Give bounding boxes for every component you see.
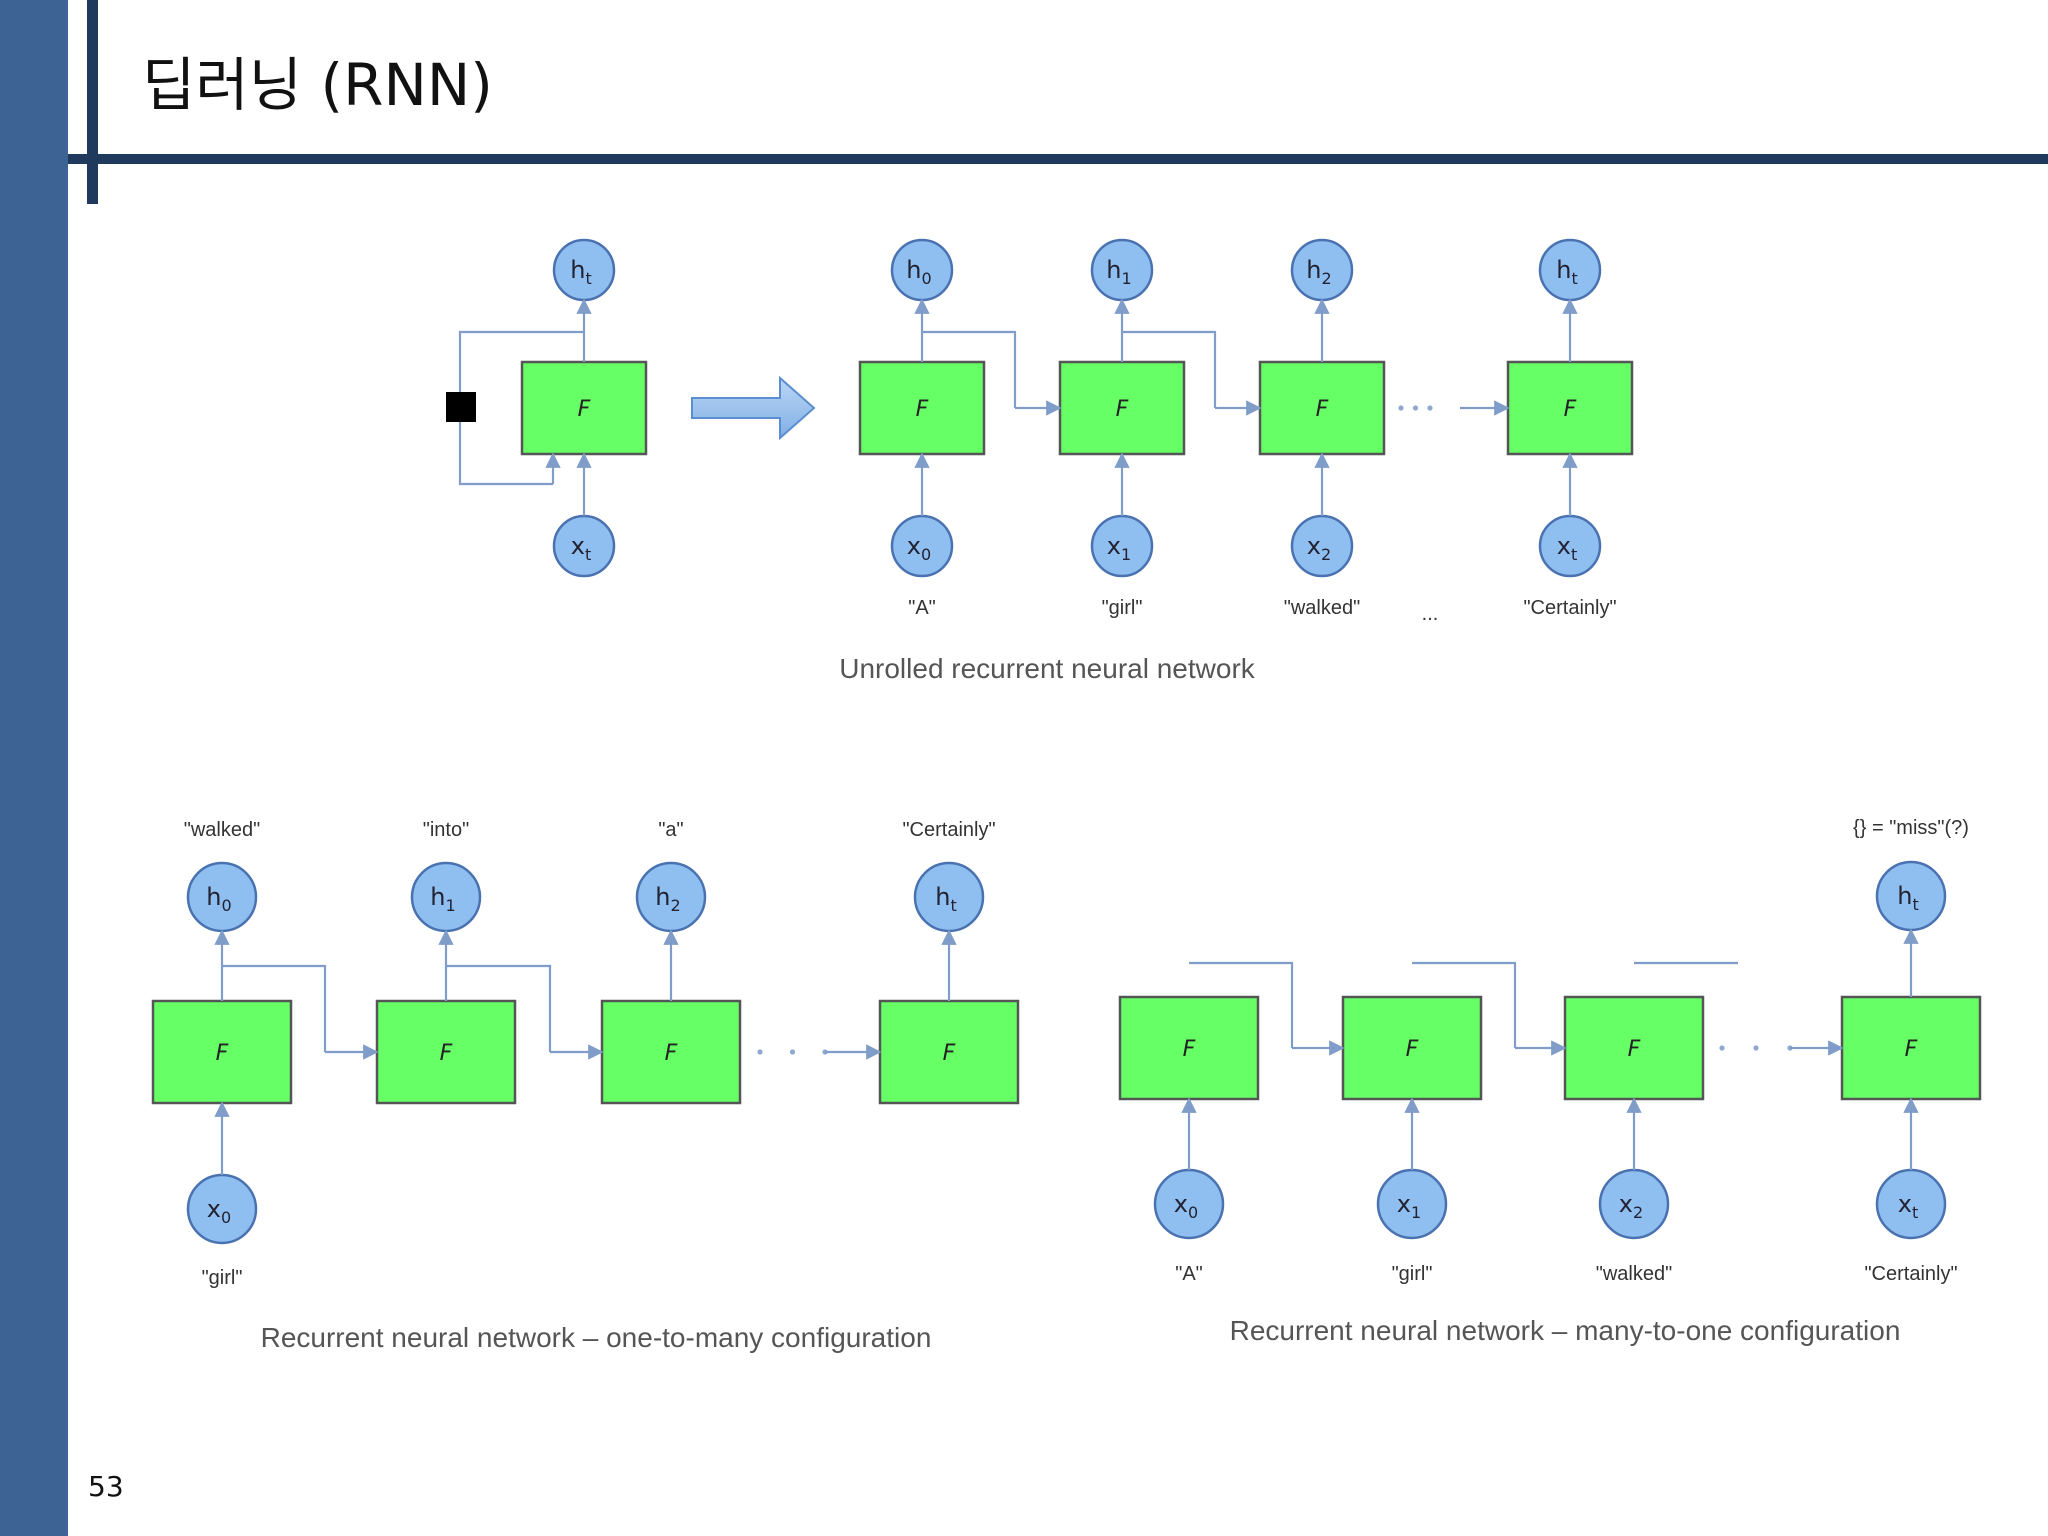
page-title: 딥러닝 (RNN) — [142, 51, 493, 119]
otm-caption: Recurrent neural network – one-to-many c… — [261, 1322, 932, 1353]
unrolled-cell-1 — [1058, 360, 1186, 456]
otm-word-0: "walked" — [184, 819, 260, 841]
mto-cell-3-label: F — [1905, 1037, 1918, 1062]
mto-cell-0-label: F — [1183, 1037, 1196, 1062]
mto-link-0 — [1189, 961, 1294, 1048]
mto-cell-0 — [1118, 995, 1260, 1101]
otm-input-word: "girl" — [202, 1267, 243, 1289]
otm-word-2: "a" — [658, 819, 683, 841]
unrolled-word-2: "walked" — [1284, 597, 1360, 619]
otm-dots — [757, 1049, 828, 1055]
otm-cell-3-label: F — [943, 1041, 956, 1066]
unrolled-dots — [1398, 405, 1433, 411]
delay-square — [446, 392, 476, 422]
otm-link-1 — [446, 964, 552, 1052]
folded-cell-label: F — [578, 397, 591, 422]
mto-word-1: "girl" — [1392, 1263, 1433, 1285]
otm-cell-0 — [151, 999, 293, 1105]
unrolled-word-3: "Certainly" — [1523, 597, 1616, 619]
page-number: 53 — [88, 1470, 124, 1503]
unrolled-cell-0 — [858, 360, 986, 456]
otm-link-0 — [222, 964, 327, 1052]
mto-output-word: {} = "miss"(?) — [1853, 817, 1969, 839]
unrolled-link-1 — [1122, 330, 1217, 408]
title-underline — [68, 154, 2048, 164]
unrolled-cell-2-label: F — [1316, 397, 1329, 422]
mto-cell-2-label: F — [1628, 1037, 1641, 1062]
unrolled-cell-3-label: F — [1564, 397, 1577, 422]
unrolled-word-1: "girl" — [1102, 597, 1143, 619]
mto-cell-2 — [1563, 995, 1705, 1101]
sidebar-band — [0, 0, 68, 1536]
unrolled-cell-1-label: F — [1116, 397, 1129, 422]
mto-caption: Recurrent neural network – many-to-one c… — [1230, 1315, 1901, 1346]
title-accent-line — [87, 0, 98, 204]
unrolled-cell-0-label: F — [916, 397, 929, 422]
unrolled-ellipsis: ... — [1422, 603, 1439, 625]
otm-cell-2-label: F — [665, 1041, 678, 1066]
otm-cell-0-label: F — [216, 1041, 229, 1066]
mto-word-2: "walked" — [1596, 1263, 1672, 1285]
otm-word-1: "into" — [423, 819, 469, 841]
otm-word-3: "Certainly" — [902, 819, 995, 841]
otm-cell-1-label: F — [440, 1041, 453, 1066]
otm-cell-1 — [375, 999, 517, 1105]
mto-link-1 — [1412, 961, 1517, 1048]
mto-word-0: "A" — [1175, 1263, 1203, 1285]
mto-dots — [1719, 1045, 1793, 1051]
unrolled-word-0: "A" — [908, 597, 936, 619]
unroll-arrow-icon — [691, 375, 816, 441]
mto-cell-1 — [1341, 995, 1483, 1101]
mto-word-3: "Certainly" — [1864, 1263, 1957, 1285]
otm-cell-2 — [600, 999, 742, 1105]
mto-cell-1-label: F — [1406, 1037, 1419, 1062]
unrolled-caption: Unrolled recurrent neural network — [839, 653, 1256, 684]
unrolled-link-0 — [922, 330, 1017, 408]
